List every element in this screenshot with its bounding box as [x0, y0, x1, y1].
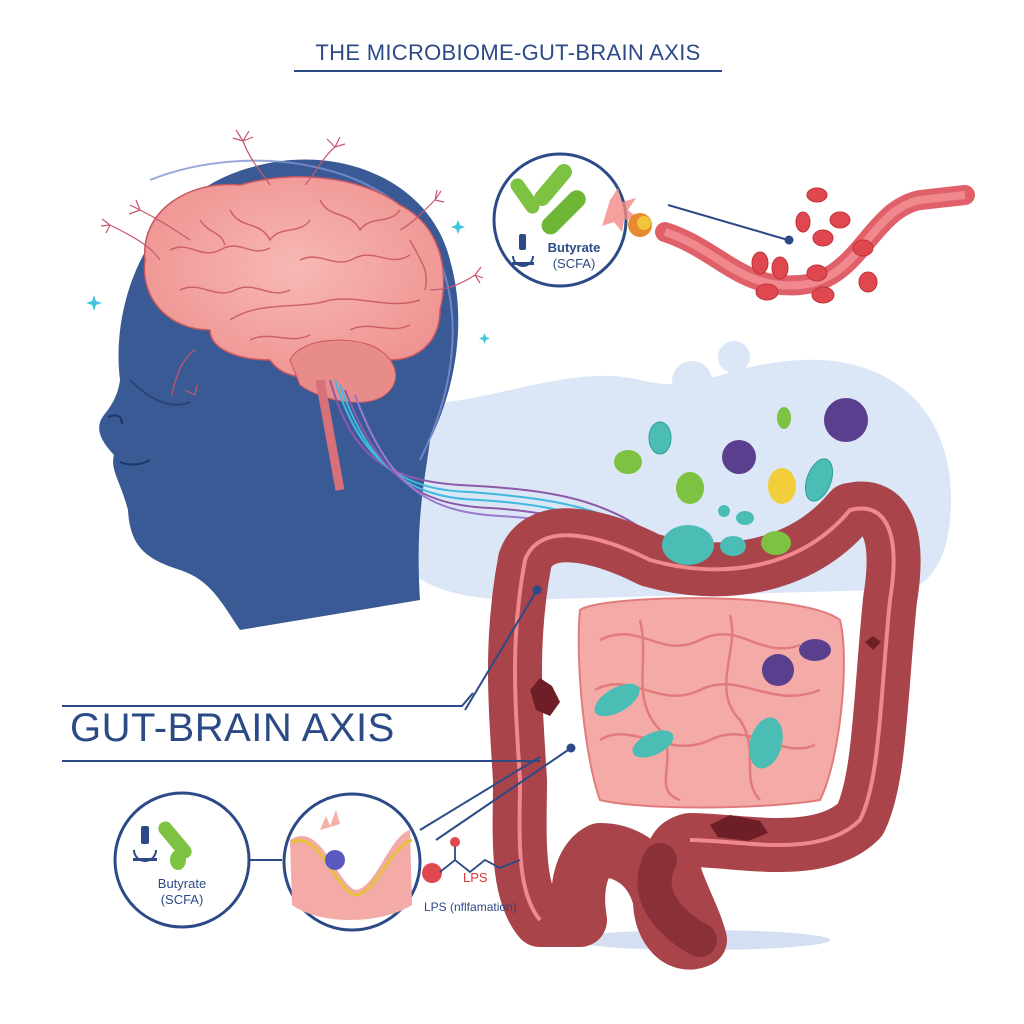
brain	[100, 129, 484, 491]
bottom-center-inset	[282, 756, 541, 932]
butyrate-label: Butyrate	[547, 240, 601, 255]
microbes	[594, 398, 868, 769]
lps-molecule	[422, 837, 521, 883]
scfa-label: (SCFA)	[552, 256, 596, 271]
lps-caption: LPS (nflfamation)	[424, 900, 517, 914]
butyrate-label: Butyrate	[157, 876, 207, 891]
bottom-left-inset-caption: Butyrate (SCFA)	[142, 876, 222, 908]
lps-molecule-label: LPS	[463, 870, 488, 885]
label-rule-top	[62, 692, 474, 707]
bottom-left-inset	[113, 791, 282, 929]
microscope-icon	[512, 234, 534, 267]
blood-vessel	[655, 185, 975, 304]
sparkle-icons	[86, 220, 490, 344]
scfa-label: (SCFA)	[160, 892, 204, 907]
page-title: THE MICROBIOME-GUT-BRAIN AXIS	[315, 40, 701, 65]
gut-brain-axis-label: GUT-BRAIN AXIS	[70, 706, 395, 750]
microscope-icon	[133, 826, 157, 862]
top-inset-caption: Butyrate (SCFA)	[534, 240, 614, 272]
top-inset	[492, 152, 652, 288]
title-underline	[294, 70, 722, 72]
